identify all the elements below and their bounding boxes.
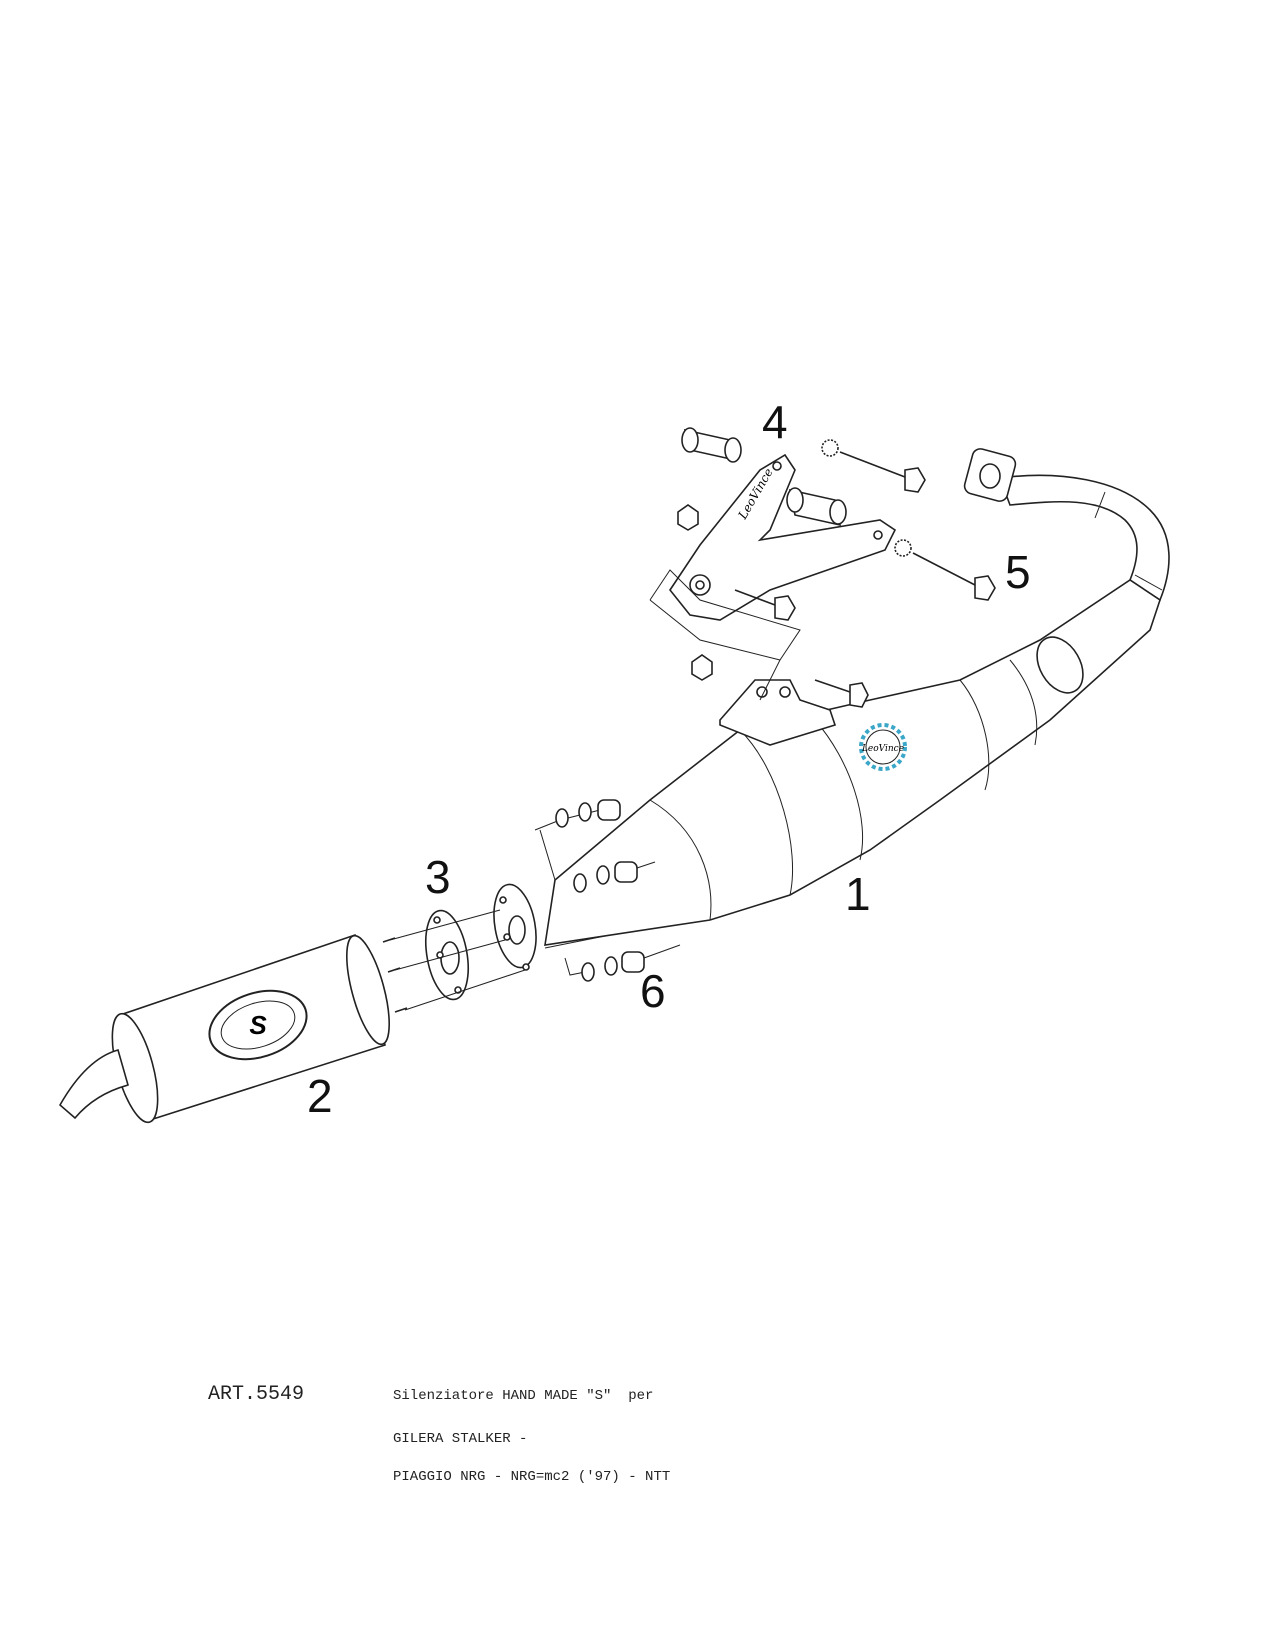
hand-made-s-badge: S: [208, 989, 308, 1061]
callout-2: 2: [307, 1070, 333, 1122]
callout-4: 4: [762, 396, 788, 448]
silencer: S: [58, 933, 408, 1124]
expansion-chamber: LeoVince: [544, 579, 1161, 946]
bolts: [734, 439, 996, 708]
gasket-and-flange: [389, 883, 537, 1011]
callout-5: 5: [1005, 546, 1031, 598]
nuts-washers: [534, 799, 681, 982]
caption-line-3: PIAGGIO NRG - NRG=mc2 ('97) - NTT: [393, 1469, 671, 1485]
brand-badge: LeoVince: [859, 723, 907, 771]
caption-line-1: Silenziatore HAND MADE "S" per: [393, 1388, 654, 1404]
callout-1: 1: [845, 868, 871, 920]
exhaust-header-pipe: [963, 448, 1170, 602]
nut: [691, 654, 713, 681]
caption-line-2: GILERA STALKER -: [393, 1431, 528, 1447]
callout-3: 3: [425, 851, 451, 903]
nut: [677, 504, 699, 531]
hanger-bracket: LeoVince: [649, 427, 897, 681]
callout-6: 6: [640, 965, 666, 1017]
chamber-bracket: [649, 599, 837, 746]
article-number: ART.5549: [208, 1383, 305, 1406]
svg-text:LeoVince: LeoVince: [861, 744, 904, 754]
svg-text:S: S: [249, 1010, 267, 1040]
spacer-sleeve: [681, 427, 847, 527]
